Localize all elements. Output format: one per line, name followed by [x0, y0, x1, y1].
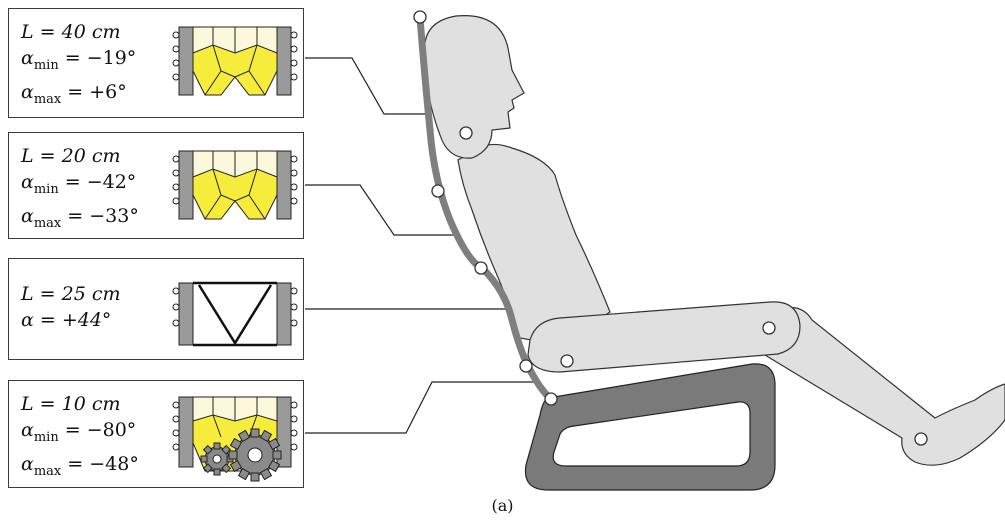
panel-4-alpha-min-symbol: α: [21, 419, 34, 441]
panel-2-length: L = 20 cm: [21, 145, 121, 167]
panel-segment-4: L = 10 cm αmin = −80° αmax = −48°: [8, 380, 304, 488]
leader-line-2: [305, 184, 455, 236]
panel-4-alpha-max-sub: max: [33, 463, 62, 479]
panel-2-alpha-max-sub: max: [33, 215, 62, 231]
panel-1-length: L = 40 cm: [21, 21, 121, 43]
seat-base: [524, 363, 776, 491]
small-gear-icon: [200, 442, 234, 476]
panel-1-alpha-max-symbol: α: [21, 80, 34, 103]
panel-1-alpha-max-value: = +6°: [61, 80, 127, 103]
panel-1-alpha-max-sub: max: [33, 91, 62, 107]
panel-segment-3: L = 25 cm α = +44°: [8, 258, 304, 360]
panel-3-alpha: α = +44°: [21, 309, 112, 331]
figure-caption: (a): [491, 496, 514, 515]
joint-knee: [762, 321, 776, 335]
joint-top: [413, 10, 427, 24]
panel-2-alpha-min-value: = −42°: [58, 171, 137, 193]
joint-neck: [459, 126, 473, 140]
panel-4-alpha-min-value: = −80°: [58, 419, 137, 441]
figure-thigh: [527, 301, 801, 373]
truss-cell-icon: [172, 281, 298, 347]
joint-mid-back: [474, 261, 488, 275]
joint-markers: [413, 10, 928, 446]
panel-2-alpha-max-value: = −33°: [61, 204, 139, 227]
figure-head: [423, 15, 525, 159]
large-gear-icon: [228, 428, 282, 482]
panel-1-alpha-min-value: = −19°: [58, 47, 137, 69]
joint-ankle: [914, 432, 928, 446]
panel-2-alpha-max-symbol: α: [21, 204, 34, 227]
panel-4-alpha-max-symbol: α: [21, 452, 34, 475]
panel-4-alpha-min-sub: min: [33, 429, 59, 445]
gear-cells-icon: [172, 396, 298, 482]
figure-lower-leg: [759, 306, 1005, 466]
panel-1-alpha-min-sub: min: [33, 57, 59, 73]
joint-upper-back: [431, 184, 445, 198]
panel-4-alpha-max-value: = −48°: [61, 452, 139, 475]
panel-4-length: L = 10 cm: [21, 393, 121, 415]
panel-3-length: L = 25 cm: [21, 283, 121, 305]
panel-segment-1: L = 40 cm αmin = −19° αmax = +6°: [8, 8, 304, 118]
joint-seat: [544, 392, 558, 406]
leader-line-1: [305, 57, 430, 115]
joint-lower-back: [519, 359, 533, 373]
joint-hip: [560, 354, 574, 368]
figure-torso: [457, 143, 611, 346]
leader-line-4: [305, 381, 540, 434]
panel-2-alpha-min-sub: min: [33, 181, 59, 197]
panel-2-alpha-min-symbol: α: [21, 171, 34, 193]
hexagon-cells-icon: [172, 150, 298, 220]
hexagon-cells-icon: [172, 26, 298, 96]
panel-1-alpha-min-symbol: α: [21, 47, 34, 69]
panel-segment-2: L = 20 cm αmin = −42° αmax = −33°: [8, 132, 304, 239]
